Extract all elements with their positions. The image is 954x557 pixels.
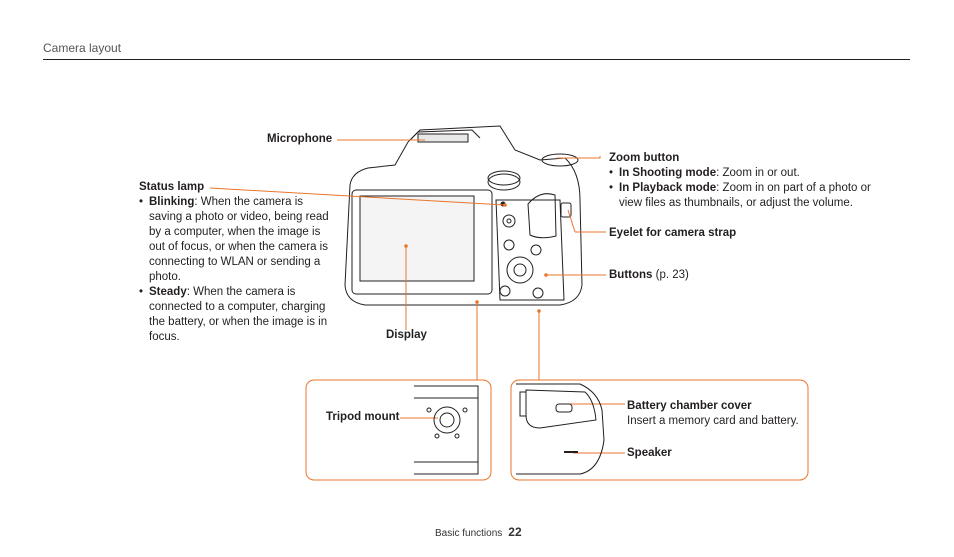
buttons-page-ref: (p. 23)	[652, 269, 689, 281]
zoom-button-title: Zoom button	[609, 152, 680, 164]
buttons-label: Buttons (p. 23)	[609, 269, 689, 281]
page-footer: Basic functions 22	[435, 525, 522, 539]
status-lamp-steady: Steady: When the camera is connected to …	[139, 285, 335, 345]
status-lamp-title: Status lamp	[139, 181, 205, 193]
eyelet-label: Eyelet for camera strap	[609, 227, 737, 239]
status-lamp-blinking: Blinking: When the camera is saving a ph…	[139, 195, 335, 285]
microphone-label: Microphone	[267, 133, 333, 145]
zoom-shooting-mode: In Shooting mode: Zoom in or out.	[609, 166, 879, 181]
zoom-playback-mode: In Playback mode: Zoom in on part of a p…	[609, 181, 879, 211]
section-header: Camera layout	[43, 41, 122, 55]
display-label: Display	[386, 329, 427, 341]
battery-cover-title: Battery chamber cover	[627, 400, 752, 412]
header-rule	[43, 59, 910, 60]
status-lamp-description: Status lamp Blinking: When the camera is…	[139, 180, 335, 345]
speaker-label: Speaker	[627, 447, 672, 459]
tripod-mount-label: Tripod mount	[326, 411, 400, 423]
zoom-button-description: Zoom button In Shooting mode: Zoom in or…	[609, 151, 879, 211]
page-number: 22	[508, 525, 522, 539]
battery-cover-description: Battery chamber cover Insert a memory ca…	[627, 399, 807, 429]
footer-section: Basic functions	[435, 528, 503, 539]
battery-cover-text: Insert a memory card and battery.	[627, 415, 799, 427]
